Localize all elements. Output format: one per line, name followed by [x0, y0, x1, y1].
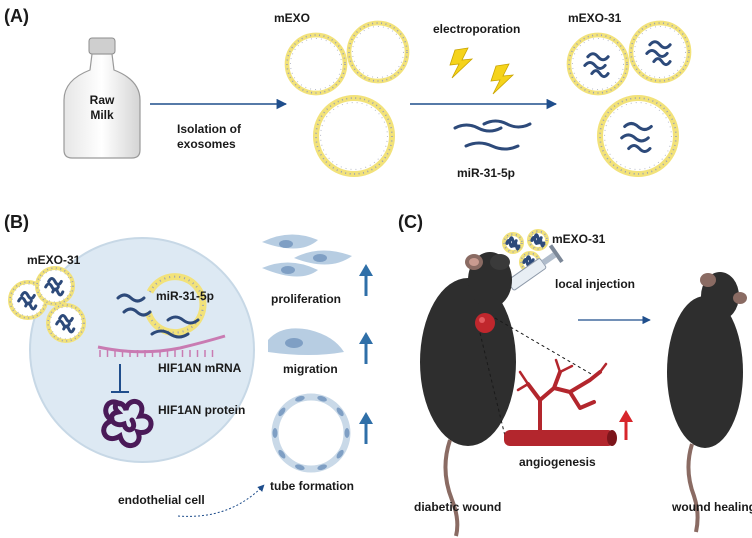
panel-a: (A) Raw Milk Isolation of exosomes mEXO … — [4, 6, 692, 180]
b-exosome — [35, 266, 75, 306]
mexo31-exosome — [596, 94, 680, 178]
blood-vessel-icon — [504, 358, 617, 446]
proliferating-cells-icon — [262, 234, 352, 277]
mexo-exosome — [312, 94, 396, 178]
increase-arrow-tube-formation — [359, 412, 373, 444]
hif1an-protein-icon — [101, 399, 154, 448]
mrna-label: HIF1AN mRNA — [158, 361, 242, 375]
b-exosome — [46, 303, 86, 343]
wound-icon — [475, 313, 495, 333]
free-mirna-strand — [482, 119, 532, 129]
zoom-lines — [479, 317, 599, 437]
exosome-cargo-rna — [47, 277, 63, 286]
bottle-label-raw: Raw — [90, 93, 115, 107]
b-mexo31-label: mEXO-31 — [27, 253, 81, 267]
b-mirna-strand — [122, 307, 152, 317]
isolation-label-line2: exosomes — [177, 137, 236, 151]
lightning-icon — [449, 47, 515, 95]
tube-cell-nucleus — [336, 407, 344, 417]
exosome-cargo-rna — [590, 69, 610, 79]
hif1an-mrna — [97, 334, 226, 357]
migrating-cell-icon — [268, 328, 344, 355]
exosome-cargo-rna — [20, 291, 36, 300]
panel-b-label: (B) — [4, 212, 29, 232]
exosome-cargo-rna — [620, 133, 650, 143]
b-mirna-strands — [116, 293, 200, 339]
exosome-cargo-rna — [51, 287, 65, 297]
exosome-cargo-rna — [586, 52, 610, 62]
inhibition-symbol — [111, 364, 129, 393]
b-mirna-label: miR-31-5p — [156, 289, 214, 303]
mexo31-exosomes — [566, 20, 692, 178]
bottle-label-milk: Milk — [90, 108, 114, 122]
healed-mouse-icon — [667, 272, 747, 533]
exosome-cargo-rna — [512, 241, 521, 251]
tube-cell-nucleus — [295, 395, 305, 402]
b-mirna-strand — [116, 293, 146, 303]
panel-c: (C) mEXO-31 local injection — [398, 212, 752, 537]
exosome-cargo-rna — [652, 57, 672, 67]
b-mirna-strand — [166, 315, 200, 325]
exosome-cargo-rna — [530, 235, 540, 245]
exosome-cargo-rna — [623, 122, 653, 131]
exosome-cargo-rna — [583, 60, 607, 70]
free-mirna-strand — [464, 141, 520, 151]
tube-formation-icon — [271, 393, 351, 473]
endothelial-arrow — [177, 484, 265, 517]
tube-cell-nucleus — [344, 428, 350, 438]
b-mirna-strand — [150, 329, 190, 339]
exosome-cargo-rna — [505, 238, 515, 248]
panel-c-label: (C) — [398, 212, 423, 232]
c-exosome — [527, 229, 549, 251]
mexo31-exosome — [628, 20, 692, 84]
panel-b: (B) mEXO-31 miR-31-5p HIF1AN mRNA HIF1AN… — [4, 212, 373, 517]
tube-cell-nucleus — [317, 395, 327, 402]
exosome-cargo-rna — [537, 238, 546, 248]
exosome-cargo-rna — [627, 144, 652, 154]
tube-cell-nucleus — [278, 407, 286, 417]
exosome-cargo-rna — [24, 301, 38, 311]
tube-cell-nucleus — [272, 428, 278, 438]
mexo-exosome — [346, 20, 410, 84]
c-exosome — [502, 232, 524, 254]
b-mexo31-exosomes — [8, 266, 86, 343]
diabetic-wound-label: diabetic wound — [414, 500, 501, 514]
tube-cell-nucleus — [336, 449, 344, 459]
local-injection-label: local injection — [555, 277, 635, 291]
exosome-cargo-rna — [648, 40, 672, 50]
endothelial-cell-label: endothelial cell — [118, 493, 205, 507]
proliferation-label: proliferation — [271, 292, 341, 306]
mirna-strands — [453, 119, 532, 151]
isolation-label-line1: Isolation of — [177, 122, 242, 136]
tube-cell-nucleus — [278, 449, 286, 459]
tube-cell-nucleus — [317, 464, 327, 471]
angiogenesis-label: angiogenesis — [519, 455, 596, 469]
electroporation-label: electroporation — [433, 22, 520, 36]
exosome-cargo-rna — [62, 324, 76, 334]
migration-label: migration — [283, 362, 338, 376]
increase-arrow-migration — [359, 332, 373, 364]
free-mirna-strand — [453, 123, 503, 133]
fusing-exosome — [144, 273, 207, 337]
exosome-cargo-rna — [645, 48, 669, 58]
protein-label: HIF1AN protein — [158, 403, 245, 417]
angiogenesis-increase-arrow — [619, 410, 633, 440]
wound-healing-label: wound healing — [671, 500, 752, 514]
mexo-label: mEXO — [274, 11, 310, 25]
mexo31-exosome — [566, 32, 630, 96]
tube-formation-label: tube formation — [270, 479, 354, 493]
mexo-exosome — [284, 32, 348, 96]
mexo31-label: mEXO-31 — [568, 11, 622, 25]
diabetic-mouse-icon — [420, 252, 516, 537]
c-mexo31-label: mEXO-31 — [552, 232, 606, 246]
tube-cell-nucleus — [295, 464, 305, 471]
raw-milk-bottle: Raw Milk — [63, 37, 141, 159]
exosome-cargo-rna — [58, 314, 74, 323]
panel-a-label: (A) — [4, 6, 29, 26]
increase-arrow-proliferation — [359, 264, 373, 296]
mirna-label: miR-31-5p — [457, 166, 515, 180]
mexo-exosomes — [284, 20, 410, 178]
